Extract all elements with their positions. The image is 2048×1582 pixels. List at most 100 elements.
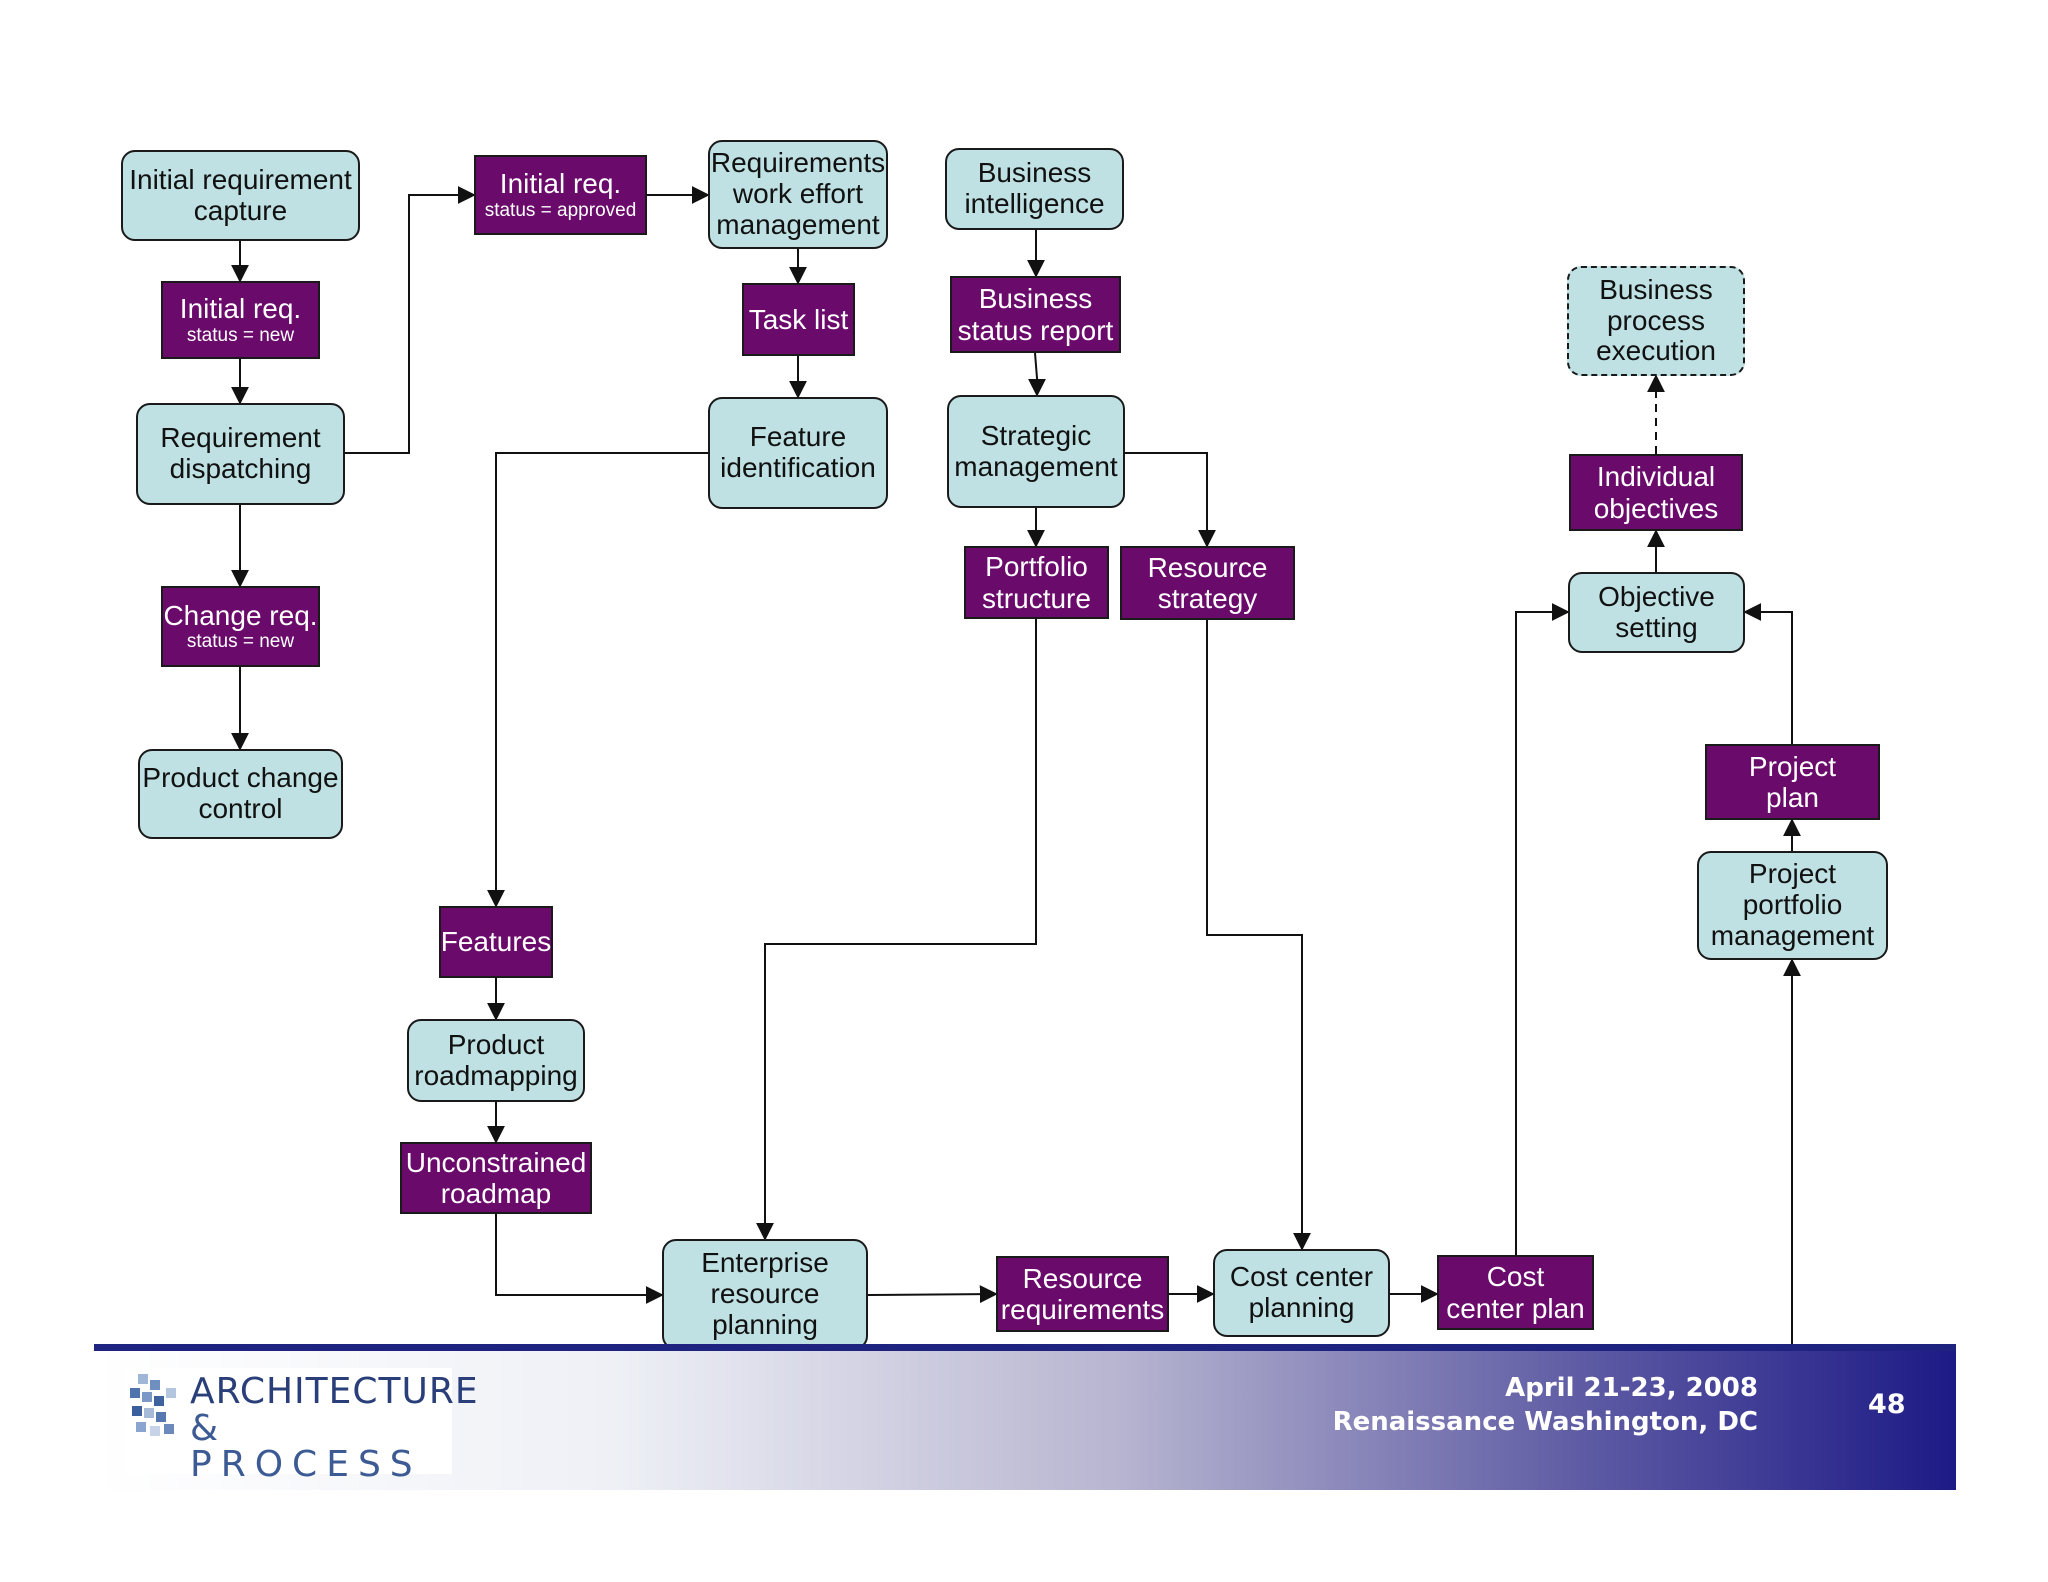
node-label-line: execution xyxy=(1596,335,1716,367)
edge-strategic-to-resource-strategy xyxy=(1125,452,1216,548)
logo-text: ARCHITECTURE & PROCESS xyxy=(190,1371,479,1486)
edge-status-report-to-strategic xyxy=(1028,352,1046,397)
edge-unconstrained-to-erp xyxy=(495,1214,664,1304)
node-status-text: status = new xyxy=(186,324,295,346)
node-initial-req-approved[interactable]: Initial req. status = approved xyxy=(474,155,647,235)
node-label-line: center plan xyxy=(1446,1292,1585,1324)
node-requirement-dispatching[interactable]: Requirement dispatching xyxy=(136,403,345,505)
node-strategic-management[interactable]: Strategic management xyxy=(947,395,1125,508)
node-label-line: Strategic xyxy=(980,419,1092,451)
node-business-intelligence[interactable]: Business intelligence xyxy=(945,148,1124,230)
logo-line-1: ARCHITECTURE xyxy=(190,1371,479,1412)
node-label-line: Resource xyxy=(1022,1262,1143,1294)
node-project-plan[interactable]: Project plan xyxy=(1705,744,1880,820)
node-portfolio-structure[interactable]: Portfolio structure xyxy=(964,546,1109,619)
node-change-req-new[interactable]: Change req. status = new xyxy=(161,586,320,667)
node-label-line: intelligence xyxy=(964,188,1105,219)
page-number: 48 xyxy=(1868,1389,1906,1420)
node-label-line: management xyxy=(1710,919,1875,951)
node-label-line: process xyxy=(1606,304,1706,336)
node-label-line: requirements xyxy=(1000,1294,1165,1325)
node-label-line: work effort xyxy=(732,178,864,210)
node-task-list[interactable]: Task list xyxy=(742,283,855,356)
node-label-line: identification xyxy=(720,452,876,483)
node-label-line: Requirement xyxy=(160,422,321,454)
node-label-line: Portfolio xyxy=(985,551,1088,583)
node-label-line: roadmap xyxy=(440,1178,552,1209)
node-label-line: Change req. xyxy=(163,599,318,631)
node-label-line: planning xyxy=(1248,1292,1355,1323)
node-resource-requirements[interactable]: Resource requirements xyxy=(996,1256,1169,1332)
node-label-line: Business xyxy=(978,283,1093,315)
node-resource-strategy[interactable]: Resource strategy xyxy=(1120,546,1295,620)
node-label-line: Business xyxy=(977,157,1092,189)
edge-cost-plan-to-objective xyxy=(1515,603,1570,1255)
node-individual-objectives[interactable]: Individual objectives xyxy=(1569,454,1743,531)
node-label-line: control xyxy=(198,793,283,824)
node-label-line: Initial req. xyxy=(499,168,622,200)
node-label-line: planning xyxy=(712,1308,818,1340)
node-label-line: setting xyxy=(1615,611,1698,643)
edge-dispatching-to-approved xyxy=(345,186,476,454)
node-label-line: Objective xyxy=(1598,580,1715,612)
node-status-text: status = approved xyxy=(484,199,637,221)
node-label-line: roadmapping xyxy=(414,1059,578,1091)
edge-project-plan-to-objective xyxy=(1743,603,1793,744)
node-business-process-execution[interactable]: Business process execution xyxy=(1567,266,1745,376)
node-label-line: plan xyxy=(1766,782,1819,813)
node-label-line: management xyxy=(954,450,1118,482)
node-label-line: structure xyxy=(982,582,1091,614)
node-features[interactable]: Features xyxy=(439,906,553,978)
node-feature-identification[interactable]: Feature identification xyxy=(708,397,888,509)
node-cost-center-plan[interactable]: Cost center plan xyxy=(1437,1255,1594,1330)
edge-resource-strategy-to-cost-planning xyxy=(1206,620,1311,1251)
node-label-line: Project xyxy=(1748,858,1837,890)
edge-erp-to-resource-req xyxy=(867,1285,998,1304)
node-label-line: Initial req. xyxy=(179,293,302,325)
node-initial-req-new[interactable]: Initial req. status = new xyxy=(161,281,320,359)
edge-feature-id-to-features xyxy=(487,452,708,908)
node-label-line: Unconstrained xyxy=(405,1146,587,1178)
node-objective-setting[interactable]: Objective setting xyxy=(1568,572,1745,653)
node-product-roadmapping[interactable]: Product roadmapping xyxy=(407,1019,585,1102)
node-product-change-control[interactable]: Product change control xyxy=(138,749,343,839)
node-label-line: management xyxy=(716,208,880,240)
node-project-portfolio-management[interactable]: Project portfolio management xyxy=(1697,851,1888,960)
node-label-line: resource xyxy=(710,1278,820,1310)
logo-line-2: & PROCESS xyxy=(190,1407,422,1486)
node-label-line: Product change xyxy=(142,762,339,794)
node-label-line: strategy xyxy=(1157,583,1258,614)
node-label-line: Initial requirement xyxy=(129,163,352,195)
node-label-line: objectives xyxy=(1593,492,1719,524)
edge-portfolio-to-erp xyxy=(756,619,1037,1241)
node-label-line: Product xyxy=(447,1028,545,1060)
node-label-line: Resource xyxy=(1147,551,1268,583)
node-label-line: Cost center xyxy=(1229,1261,1374,1293)
node-requirements-work-effort-management[interactable]: Requirements work effort management xyxy=(708,140,888,249)
footer-event-info: April 21-23, 2008 Renaissance Washington… xyxy=(1333,1372,1758,1440)
node-label-line: dispatching xyxy=(169,453,312,484)
footer-date: April 21-23, 2008 xyxy=(1505,1373,1758,1403)
node-label-line: Task list xyxy=(748,303,849,335)
node-label-line: Feature xyxy=(749,421,847,453)
node-label-line: Features xyxy=(440,926,552,958)
node-label-line: Individual xyxy=(1596,461,1716,493)
node-label-line: Enterprise xyxy=(701,1247,829,1279)
node-enterprise-resource-planning[interactable]: Enterprise resource planning xyxy=(662,1239,868,1350)
node-cost-center-planning[interactable]: Cost center planning xyxy=(1213,1249,1390,1337)
logo-mosaic-icon xyxy=(130,1374,176,1436)
node-label-line: Requirements xyxy=(710,147,886,179)
footer-venue: Renaissance Washington, DC xyxy=(1332,1406,1758,1437)
node-initial-requirement-capture[interactable]: Initial requirement capture xyxy=(121,150,360,241)
node-unconstrained-roadmap[interactable]: Unconstrained roadmap xyxy=(400,1142,592,1214)
node-label-line: portfolio xyxy=(1742,889,1843,921)
node-business-status-report[interactable]: Business status report xyxy=(950,276,1121,353)
node-label-line: capture xyxy=(193,194,288,226)
logo: ARCHITECTURE & PROCESS xyxy=(124,1368,478,1483)
node-label-line: Cost xyxy=(1486,1261,1545,1293)
node-label-line: Business xyxy=(1599,273,1713,305)
node-label-line: status report xyxy=(957,314,1114,346)
footer-rule xyxy=(94,1344,1956,1351)
node-label-line: Project xyxy=(1748,750,1837,782)
